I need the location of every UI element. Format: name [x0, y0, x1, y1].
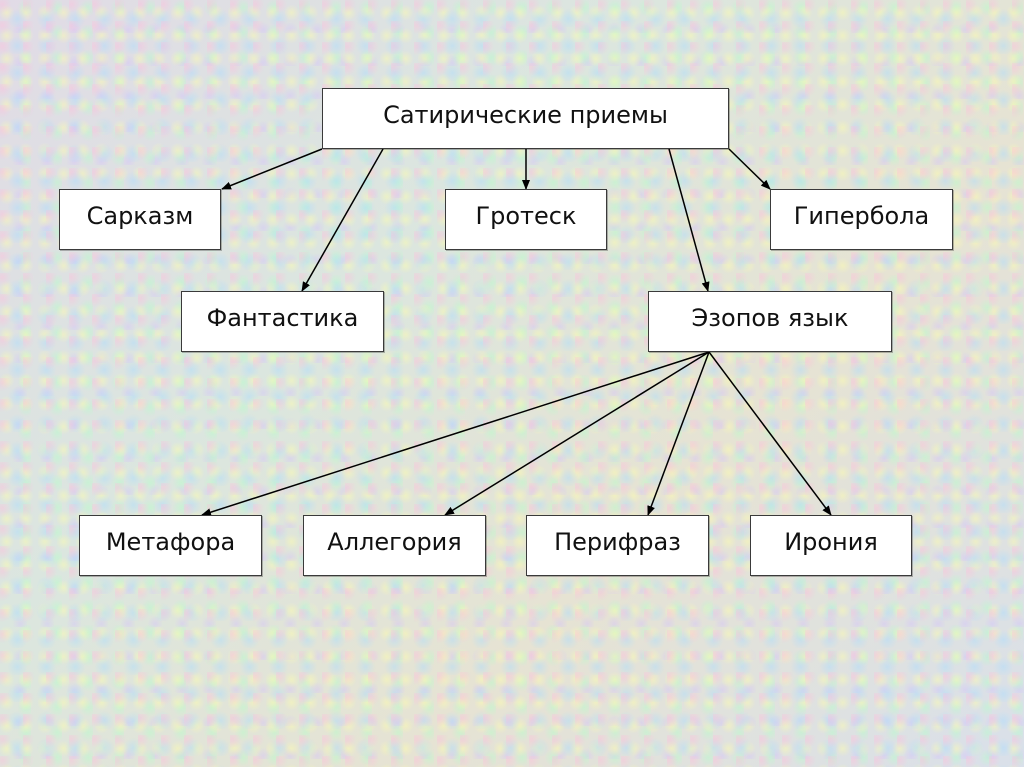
arrow-aesopian-to-irony [708, 351, 832, 516]
arrow-root-to-aesopian [668, 148, 710, 292]
node-metaphor: Метафора [79, 515, 262, 576]
node-hyperbole: Гипербола [770, 189, 953, 250]
node-fantasy: Фантастика [181, 291, 384, 352]
node-grotesque: Гротеск [445, 189, 607, 250]
arrow-root-to-fantasy [301, 148, 384, 292]
node-allegory: Аллегория [303, 515, 486, 576]
arrow-aesopian-to-allegory [444, 351, 710, 516]
node-periphrasis: Перифраз [526, 515, 709, 576]
node-irony: Ирония [750, 515, 912, 576]
arrow-aesopian-to-metaphor [201, 351, 710, 517]
node-aesopian-language: Эзопов язык [648, 291, 892, 352]
arrow-root-to-hyperbole [728, 148, 771, 190]
arrow-root-to-sarcasm [221, 148, 323, 190]
arrow-aesopian-to-periphrasis [647, 351, 710, 516]
node-sarcasm: Сарказм [59, 189, 221, 250]
root-node-satirical-devices: Сатирические приемы [322, 88, 729, 149]
